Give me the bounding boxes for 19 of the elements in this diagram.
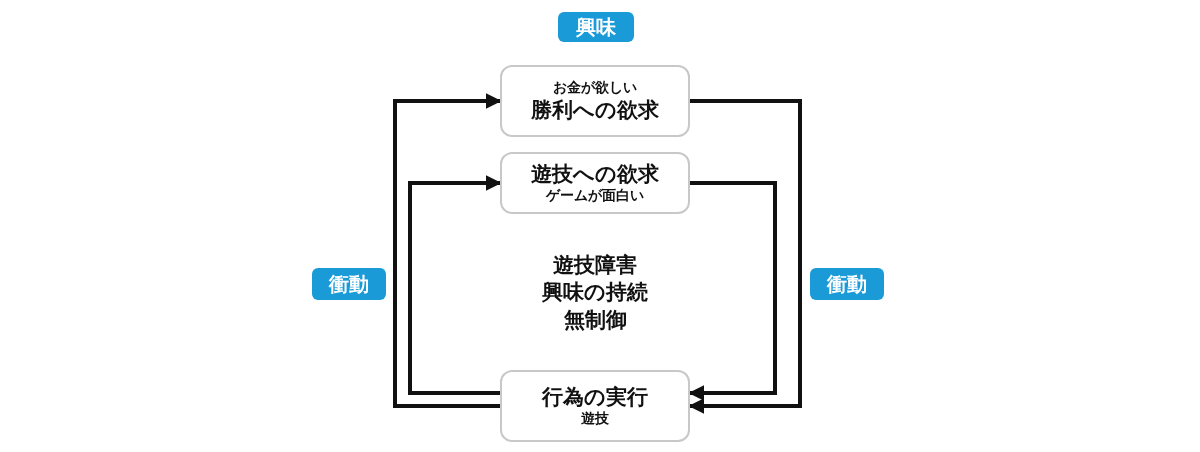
box-subtitle: 遊技 <box>581 410 609 428</box>
label-badge: 衝動 <box>810 268 884 300</box>
box-title: 勝利への欲求 <box>531 96 659 123</box>
box-subtitle: ゲームが面白い <box>546 187 644 205</box>
arrow <box>688 181 777 401</box>
arrow <box>688 99 802 414</box>
arrow <box>408 175 502 395</box>
box-title: 行為の実行 <box>542 384 648 411</box>
process-box <box>500 65 690 137</box>
process-box <box>500 370 690 442</box>
center-label: 遊技障害 <box>553 252 637 279</box>
process-box <box>500 152 690 214</box>
box-title: 遊技への欲求 <box>531 161 659 188</box>
center-label: 無制御 <box>563 306 627 334</box>
label-badge: 興味 <box>558 12 634 42</box>
arrow <box>393 93 502 408</box>
label-badge: 衝動 <box>312 268 386 300</box>
center-label: 興味の持続 <box>542 279 648 307</box>
box-subtitle: お金が欲しい <box>553 79 637 97</box>
